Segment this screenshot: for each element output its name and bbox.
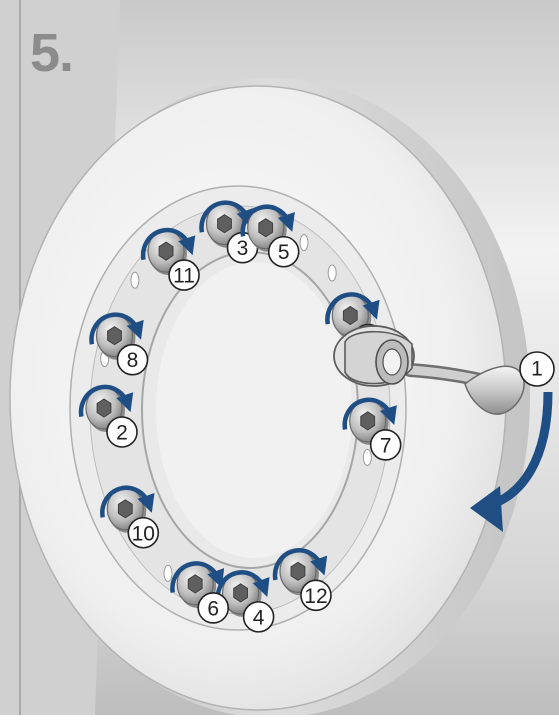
extraction-hole: [363, 449, 371, 465]
extraction-hole: [164, 565, 172, 581]
hex-socket: [361, 412, 375, 430]
hex-socket: [118, 500, 132, 518]
sequence-number: 6: [207, 597, 219, 620]
step-number: 5.: [30, 22, 73, 84]
sequence-number: 8: [127, 349, 139, 372]
extraction-hole: [300, 235, 308, 251]
sequence-number: 12: [304, 585, 327, 608]
hex-socket: [188, 575, 202, 593]
hex-socket: [259, 219, 273, 237]
hex-socket: [234, 584, 248, 602]
sequence-number: 10: [132, 522, 155, 545]
wrench-step-number: 1: [531, 358, 543, 381]
sequence-number: 2: [116, 422, 128, 445]
hex-socket: [159, 242, 173, 260]
sequence-number: 3: [237, 237, 249, 260]
sequence-number: 7: [380, 434, 392, 457]
center-bore: [142, 252, 358, 568]
sequence-number: 5: [278, 241, 290, 264]
hex-socket: [97, 399, 111, 417]
hex-socket: [291, 562, 305, 580]
hex-socket: [108, 327, 122, 345]
sequence-number: 4: [253, 606, 265, 629]
extraction-hole: [328, 265, 336, 281]
extraction-hole: [131, 272, 139, 288]
hex-socket: [343, 307, 357, 325]
sequence-number: 11: [173, 265, 195, 288]
wrench-step-badge: 1: [520, 352, 554, 386]
hex-socket: [218, 215, 232, 233]
